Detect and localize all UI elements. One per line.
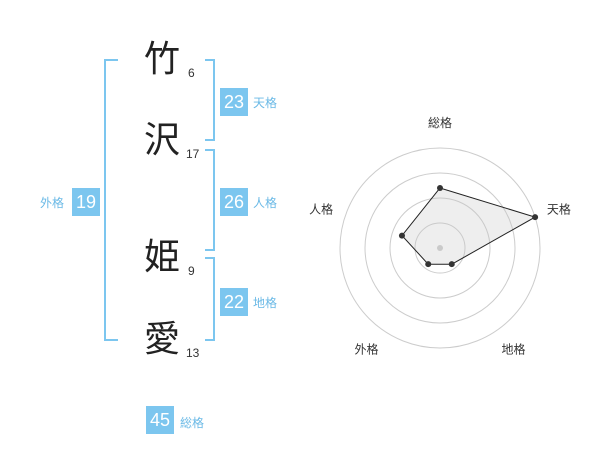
name-char-4: 愛 xyxy=(143,319,180,360)
jinkaku-bracket xyxy=(205,149,215,251)
radar-center-dot xyxy=(437,245,443,251)
radar-axis-label-5: 人格 xyxy=(309,202,333,217)
chikaku-bracket xyxy=(205,257,215,341)
radar-axis-label-3: 地格 xyxy=(501,341,525,356)
radar-axis-label-4: 外格 xyxy=(355,341,379,356)
stroke-count-3: 9 xyxy=(188,264,195,278)
radar-ring-3 xyxy=(364,172,516,324)
tenkaku-value-badge: 23 xyxy=(220,88,248,116)
soukaku-value-badge: 45 xyxy=(146,406,174,434)
gaikaku-label: 外格 xyxy=(40,196,65,210)
radar-series-polygon xyxy=(401,187,537,265)
radar-ring-4 xyxy=(339,147,541,349)
radar-point-2 xyxy=(532,214,539,221)
radar-point-4 xyxy=(425,261,432,268)
name-char-2: 沢 xyxy=(143,120,180,161)
radar-axis-label-2: 天格 xyxy=(547,202,571,217)
name-char-3: 姫 xyxy=(143,237,180,278)
gaikaku-value-badge: 19 xyxy=(72,188,100,216)
kaku-brackets xyxy=(104,59,215,341)
radar-point-5 xyxy=(398,232,405,239)
gaikaku-bracket xyxy=(104,59,118,341)
tenkaku-bracket xyxy=(205,59,215,141)
radar-axis-label-1: 総格 xyxy=(428,115,452,130)
stroke-count-1: 6 xyxy=(188,66,195,80)
jinkaku-label: 人格 xyxy=(253,196,278,210)
jinkaku-value-badge: 26 xyxy=(220,188,248,216)
name-char-1: 竹 xyxy=(143,39,180,80)
tenkaku-label: 天格 xyxy=(253,96,278,110)
chikaku-label: 地格 xyxy=(253,296,278,310)
radar-point-1 xyxy=(437,185,443,191)
stroke-count-2: 17 xyxy=(186,147,200,161)
radar-ring-2 xyxy=(389,197,491,299)
radar-ring-1 xyxy=(414,222,466,274)
soukaku-label: 総格 xyxy=(180,416,205,430)
stroke-count-4: 13 xyxy=(186,346,200,360)
radar-point-3 xyxy=(448,261,455,268)
chikaku-value-badge: 22 xyxy=(220,288,248,316)
